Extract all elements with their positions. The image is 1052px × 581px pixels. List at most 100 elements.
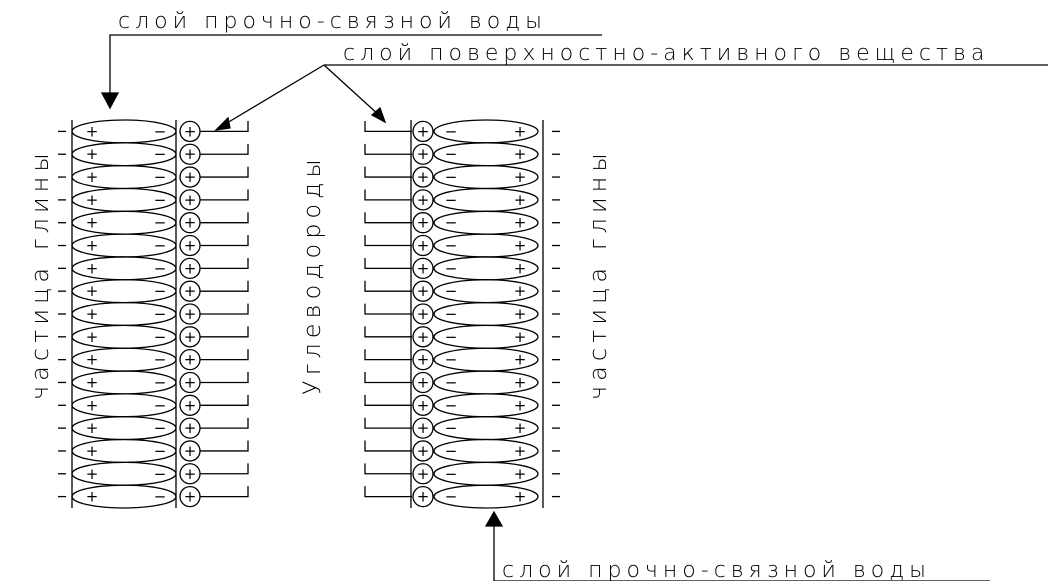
right-dipole-plus: + [514, 305, 527, 323]
right-surfactant-tail [365, 486, 412, 496]
left-dipole-minus: − [154, 396, 167, 414]
right-surfactant-tail [365, 189, 412, 199]
left-surfactant-head-plus: + [184, 305, 197, 323]
right-dipole-minus: − [445, 122, 458, 140]
right-dipole-minus: − [445, 351, 458, 369]
right-surfactant-tail [365, 304, 412, 314]
right-surfactant-tail [365, 326, 412, 336]
left-dipole-minus: − [154, 419, 167, 437]
left-dipole-minus: − [154, 351, 167, 369]
left-dipole-minus: − [154, 237, 167, 255]
left-surfactant-head-plus: + [184, 122, 197, 140]
right-dipole-minus: − [445, 396, 458, 414]
left-dipole-plus: + [86, 351, 99, 369]
right-dipole-minus: − [445, 419, 458, 437]
left-surfactant-tail [200, 281, 248, 291]
right-dipole-plus: + [514, 442, 527, 460]
right-surfactant-tail [365, 395, 412, 405]
left-surfactant-tail [200, 235, 248, 245]
left-surfactant-head-plus: + [184, 465, 197, 483]
left-dipole-minus: − [154, 145, 167, 163]
right-surfactant-head-plus: + [417, 122, 430, 140]
right-surfactant-head-plus: + [417, 442, 430, 460]
left-surfactant-tail [200, 395, 248, 405]
right-surfactant-tail [365, 235, 412, 245]
clay-particle-right-label: частица глины [584, 148, 612, 400]
left-dipole-minus: − [154, 328, 167, 346]
right-dipole-plus: + [514, 145, 527, 163]
right-dipole-minus: − [445, 328, 458, 346]
right-dipole-minus: − [445, 237, 458, 255]
left-surfactant-tail [200, 441, 248, 451]
left-dipole-minus: − [154, 373, 167, 391]
right-surfactant-tail [365, 349, 412, 359]
right-surfactant-head-plus: + [417, 419, 430, 437]
left-dipole-plus: + [86, 465, 99, 483]
right-dipole-minus: − [445, 442, 458, 460]
right-surfactant-head-plus: + [417, 191, 430, 209]
right-surfactant-head-plus: + [417, 282, 430, 300]
left-dipole-plus: + [86, 419, 99, 437]
right-surfactant-tail [365, 418, 412, 428]
left-surfactant-head-plus: + [184, 237, 197, 255]
right-surfactant-tail [365, 281, 412, 291]
left-dipole-plus: + [86, 305, 99, 323]
left-dipole-minus: − [154, 214, 167, 232]
left-surfactant-head-plus: + [184, 396, 197, 414]
left-surfactant-head-plus: + [184, 214, 197, 232]
left-surfactant-tail [200, 212, 248, 222]
right-dipole-plus: + [514, 122, 527, 140]
right-surfactant-head-plus: + [417, 259, 430, 277]
left-dipole-plus: + [86, 214, 99, 232]
right-dipole-plus: + [514, 214, 527, 232]
left-surfactant-head-plus: + [184, 419, 197, 437]
left-dipole-minus: − [154, 168, 167, 186]
right-surfactant-head-plus: + [417, 328, 430, 346]
left-surfactant-tail [200, 463, 248, 473]
right-surfactant-tail [365, 441, 412, 451]
left-surfactant-tail [200, 144, 248, 154]
right-surfactant-tail [365, 463, 412, 473]
surfactant-layer-label: слой поверхностно-активного вещества [343, 41, 989, 66]
clay-particle-left-label: частица глины [26, 148, 54, 400]
right-surfactant-head-plus: + [417, 305, 430, 323]
hydrocarbons-label: Углеводороды [298, 154, 326, 395]
left-dipole-minus: − [154, 488, 167, 506]
right-dipole-minus: − [445, 214, 458, 232]
left-surfactant-head-plus: + [184, 259, 197, 277]
right-surfactant-head-plus: + [417, 214, 430, 232]
left-dipole-plus: + [86, 328, 99, 346]
right-dipole-minus: − [445, 305, 458, 323]
left-dipole-plus: + [86, 259, 99, 277]
left-dipole-minus: − [154, 259, 167, 277]
left-surfactant-tail [200, 189, 248, 199]
right-surfactant-tail [365, 167, 412, 177]
right-dipole-plus: + [514, 488, 527, 506]
left-dipole-minus: − [154, 442, 167, 460]
left-dipole-plus: + [86, 282, 99, 300]
right-surfactant-head-plus: + [417, 396, 430, 414]
right-dipole-minus: − [445, 282, 458, 300]
right-dipole-minus: − [445, 465, 458, 483]
right-surfactant-head-plus: + [417, 488, 430, 506]
left-surfactant-tail [200, 304, 248, 314]
left-surfactant-head-plus: + [184, 145, 197, 163]
surfactant-arrowhead-left [216, 118, 230, 130]
left-dipole-plus: + [86, 237, 99, 255]
right-dipole-plus: + [514, 191, 527, 209]
right-surfactant-tail [365, 144, 412, 154]
right-dipole-plus: + [514, 351, 527, 369]
right-dipole-plus: + [514, 465, 527, 483]
left-dipole-minus: − [154, 122, 167, 140]
right-surfactant-head-plus: + [417, 168, 430, 186]
left-surfactant-tail [200, 372, 248, 382]
right-dipole-minus: − [445, 191, 458, 209]
left-dipole-plus: + [86, 168, 99, 186]
left-dipole-minus: − [154, 282, 167, 300]
left-surfactant-tail [200, 486, 248, 496]
bottom-water-layer-label: слой прочно-связной воды [502, 558, 931, 581]
right-dipole-plus: + [514, 419, 527, 437]
bottom-water-arrowhead [486, 512, 502, 526]
left-surfactant-head-plus: + [184, 191, 197, 209]
